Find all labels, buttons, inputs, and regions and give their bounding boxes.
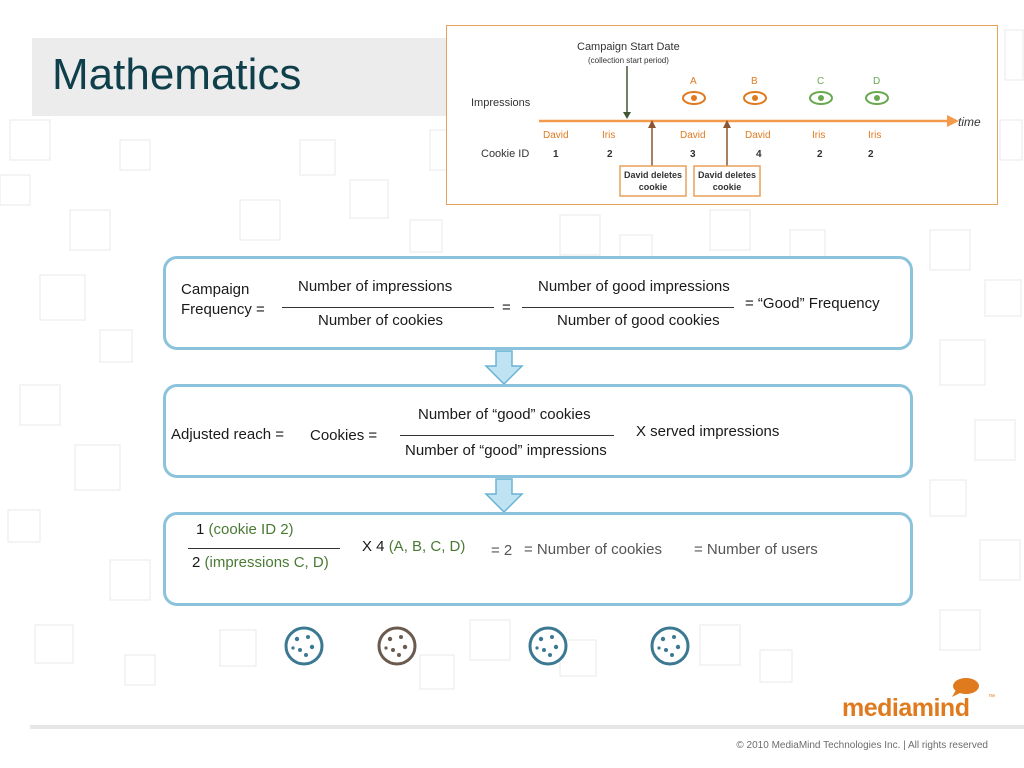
example-result-two: = 2 bbox=[491, 542, 513, 559]
eye-icon-c: C bbox=[809, 76, 833, 105]
cookie-timeline-diagram: Campaign Start Date (collection start pe… bbox=[446, 25, 998, 205]
fraction-denominator: Number of good cookies bbox=[557, 312, 720, 329]
svg-text:C: C bbox=[817, 76, 824, 87]
cookie-id: 3 bbox=[690, 149, 696, 160]
svg-text:D: D bbox=[873, 76, 880, 87]
frequency-label: Frequency = bbox=[181, 301, 265, 318]
fraction-denominator: Number of cookies bbox=[318, 312, 444, 329]
example-multiplier: X 4 (A, B, C, D) bbox=[362, 538, 466, 555]
trademark-symbol: ™ bbox=[988, 694, 995, 701]
fraction-line bbox=[400, 435, 614, 436]
svg-text:David deletes: David deletes bbox=[624, 170, 682, 180]
served-impressions-multiplier: X served impressions bbox=[636, 423, 780, 440]
cookie-id: 2 bbox=[607, 149, 613, 160]
campaign-start-label: Campaign Start Date bbox=[577, 41, 680, 53]
cookie-id: 2 bbox=[817, 149, 823, 160]
down-arrow-icon bbox=[484, 350, 524, 386]
footer-divider bbox=[30, 725, 1024, 729]
svg-text:B: B bbox=[751, 76, 758, 87]
svg-text:cookie: cookie bbox=[639, 182, 668, 192]
event-box-delete-cookie: David deletes cookie bbox=[619, 165, 687, 197]
cookie-icon bbox=[377, 626, 417, 666]
fraction-numerator: Number of good impressions bbox=[538, 278, 730, 295]
example-result-users: = Number of users bbox=[694, 541, 818, 558]
worked-example-box bbox=[163, 512, 913, 606]
timeline-svg: Campaign Start Date (collection start pe… bbox=[471, 41, 981, 197]
event-box-delete-cookie: David deletes cookie bbox=[693, 165, 761, 197]
campaign-label: Campaign bbox=[181, 281, 250, 298]
eye-icon-b: B bbox=[743, 76, 767, 105]
cookie-id-label: Cookie ID bbox=[481, 148, 529, 160]
mediamind-logo: mediamind ™ bbox=[842, 676, 998, 722]
example-denominator: 2 (impressions C, D) bbox=[192, 554, 329, 571]
fraction-line bbox=[282, 307, 494, 308]
user-name: Iris bbox=[602, 130, 615, 141]
svg-text:A: A bbox=[690, 76, 697, 87]
svg-text:David deletes: David deletes bbox=[698, 170, 756, 180]
user-name: David bbox=[543, 130, 569, 141]
eye-icon-a: A bbox=[682, 76, 706, 105]
logo-wordmark: mediamind bbox=[842, 694, 970, 722]
speech-bubble-icon bbox=[952, 678, 979, 697]
cookies-label: Cookies = bbox=[310, 427, 378, 444]
title-band bbox=[32, 38, 452, 116]
fraction-line bbox=[522, 307, 734, 308]
cookie-id: 4 bbox=[756, 149, 762, 160]
user-name: David bbox=[680, 130, 706, 141]
impressions-label: Impressions bbox=[471, 97, 531, 109]
fraction-numerator: Number of “good” cookies bbox=[418, 406, 591, 423]
adjusted-reach-box bbox=[163, 384, 913, 478]
user-name: Iris bbox=[812, 130, 825, 141]
equals-sign: = bbox=[502, 299, 511, 316]
user-name: David bbox=[745, 130, 771, 141]
fraction-denominator: Number of “good” impressions bbox=[405, 442, 607, 459]
adjusted-reach-label: Adjusted reach = bbox=[171, 426, 284, 443]
good-frequency-result: = “Good” Frequency bbox=[745, 295, 880, 312]
example-numerator: 1 (cookie ID 2) bbox=[196, 521, 294, 538]
cookie-id: 2 bbox=[868, 149, 874, 160]
cookie-icon bbox=[528, 626, 568, 666]
fraction-line bbox=[188, 548, 340, 549]
fraction-numerator: Number of impressions bbox=[298, 278, 453, 295]
down-arrow-icon bbox=[484, 478, 524, 514]
timeline-arrowhead bbox=[947, 115, 959, 127]
example-result-cookies: = Number of cookies bbox=[524, 541, 662, 558]
user-name: Iris bbox=[868, 130, 881, 141]
copyright-text: © 2010 MediaMind Technologies Inc. | All… bbox=[736, 740, 988, 751]
cookie-id: 1 bbox=[553, 149, 559, 160]
cookie-icon bbox=[650, 626, 690, 666]
svg-text:cookie: cookie bbox=[713, 182, 742, 192]
campaign-frequency-box bbox=[163, 256, 913, 350]
cookie-icon bbox=[284, 626, 324, 666]
collection-note: (collection start period) bbox=[588, 56, 669, 65]
time-label: time bbox=[958, 115, 981, 129]
slide-title: Mathematics bbox=[52, 50, 302, 99]
eye-icon-d: D bbox=[865, 76, 889, 105]
